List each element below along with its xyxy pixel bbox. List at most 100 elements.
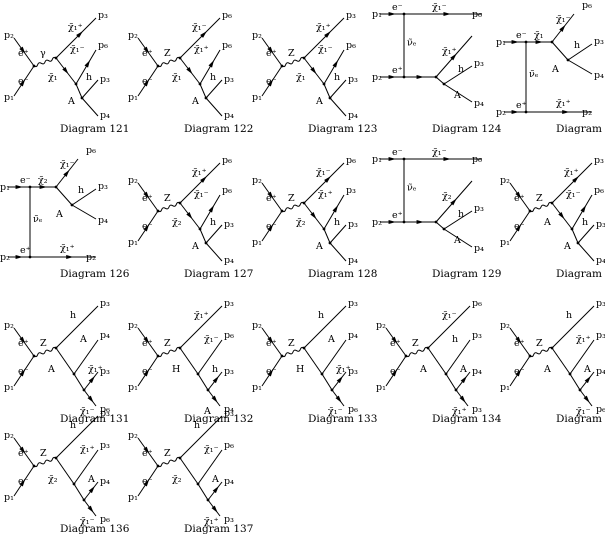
inner-propagator-label: χ̃₂ [48, 474, 58, 485]
positron-label: e⁺ [514, 338, 525, 349]
scalar-label: χ̃₁⁺ [194, 310, 209, 321]
fermion-arrow [324, 31, 331, 38]
electron-label: e⁻ [266, 366, 277, 377]
propagator-line [577, 242, 595, 262]
electron-label: e⁻ [390, 366, 401, 377]
fermion-arrow [19, 479, 26, 487]
fermion-arrow [416, 74, 424, 80]
fermion-arrow [63, 169, 70, 177]
fermion-arrow [39, 184, 47, 190]
chargino-label: χ̃₁⁺ [194, 44, 209, 55]
fermion-arrow [459, 395, 466, 403]
chargino-label: χ̃₁⁻ [192, 22, 207, 33]
fermion-arrow [88, 486, 95, 494]
outgoing-momentum: p₃ [100, 408, 110, 419]
fermion-arrow [310, 212, 317, 220]
outgoing-momentum: p₃ [224, 514, 234, 525]
fermion-arrow [572, 176, 579, 183]
incoming-p1: p₁ [252, 237, 262, 248]
chargino-label: χ̃₁⁺ [204, 516, 219, 527]
chargino-label: χ̃₁⁺ [318, 189, 333, 200]
a-label: A [191, 96, 199, 107]
vertex-dot [82, 388, 86, 392]
fermion-arrow [332, 205, 339, 213]
propagator-line [55, 17, 97, 59]
propagator-line [443, 65, 473, 85]
neutralino-label: χ̃₂ [38, 175, 48, 186]
outgoing-momentum: p₄ [98, 215, 108, 226]
propagator-line [323, 83, 331, 99]
outgoing-momentum: p₃ [594, 155, 604, 166]
chargino-label: χ̃₁⁻ [328, 406, 343, 417]
fermion-arrow [267, 46, 274, 54]
outgoing-momentum: p₆ [100, 404, 110, 415]
fermion-arrow [336, 376, 343, 384]
vertex-dot [196, 372, 200, 376]
diagram-caption: Diagram 127 [184, 268, 253, 280]
outgoing-momentum: p₆ [100, 514, 110, 525]
fermion-arrow [19, 46, 26, 54]
outgoing-momentum: p₃ [100, 74, 110, 85]
fermion-arrow [416, 219, 424, 225]
higgs-label: h [86, 72, 92, 83]
outgoing-momentum: p₃ [474, 203, 484, 214]
diagram-caption: Diagram 134 [432, 413, 502, 425]
outgoing-momentum: p₆ [224, 330, 234, 341]
fermion-arrow [19, 369, 26, 377]
fermion-arrow [208, 60, 215, 68]
incoming-p1: p₁ [372, 9, 382, 20]
electron-label: e⁻ [142, 366, 153, 377]
outgoing-momentum: p₆ [472, 9, 482, 20]
fermion-arrow [19, 79, 26, 87]
chargino-label: χ̃₁⁻ [80, 516, 95, 527]
outgoing-momentum: p₃ [348, 298, 358, 309]
outgoing-momentum: p₆ [222, 40, 232, 51]
outgoing-momentum: p₃ [100, 440, 110, 451]
electron-label: e⁻ [18, 366, 29, 377]
incoming-p2: p₂ [500, 320, 510, 331]
propagator-line [197, 449, 223, 485]
outgoing-momentum: p₃ [100, 298, 110, 309]
propagator-line [323, 49, 345, 85]
fermion-arrow [211, 395, 218, 403]
incoming-p2: p₂ [496, 107, 506, 118]
chargino-label: χ̃₁⁺ [316, 22, 331, 33]
propagator-line [197, 483, 209, 501]
inner-propagator-label: χ̃₁ [48, 72, 58, 83]
propagator-line [55, 457, 75, 485]
vertex-dot [72, 372, 76, 376]
propagator-line [199, 49, 221, 85]
propagator-label: Z [164, 338, 171, 349]
outgoing-momentum: p₆ [222, 155, 232, 166]
chargino-label: χ̃₁⁺ [68, 22, 83, 33]
fermion-arrow [208, 205, 215, 213]
vertex-dot [74, 82, 78, 86]
chargino-label: χ̃₁⁻ [60, 159, 75, 170]
vertex-dot [442, 227, 446, 231]
fermion-arrow [388, 156, 396, 162]
incoming-p1: p₁ [128, 492, 138, 503]
outgoing-momentum: p₆ [472, 298, 482, 309]
fermion-arrow [212, 376, 219, 384]
propagator-line [551, 347, 571, 375]
vertex-dot [442, 82, 446, 86]
outgoing-momentum: p₃ [348, 366, 358, 377]
outgoing-momentum: p₆ [596, 404, 605, 415]
propagator-label: Z [536, 193, 543, 204]
diagram-caption: Diagram 136 [60, 523, 130, 535]
outgoing-momentum: p₄ [596, 366, 605, 377]
positron-label: e⁺ [390, 338, 401, 349]
outgoing-momentum: p₃ [596, 219, 605, 230]
propagator-line [205, 97, 223, 117]
inner-propagator-label: χ̃₁ [172, 72, 182, 83]
fermion-arrow [535, 39, 543, 45]
propagator-line [81, 97, 99, 117]
fermion-arrow [267, 336, 274, 344]
fermion-arrow [87, 395, 94, 403]
scalar-label: χ̃₁⁺ [80, 444, 95, 455]
vertex-dot [54, 185, 58, 189]
